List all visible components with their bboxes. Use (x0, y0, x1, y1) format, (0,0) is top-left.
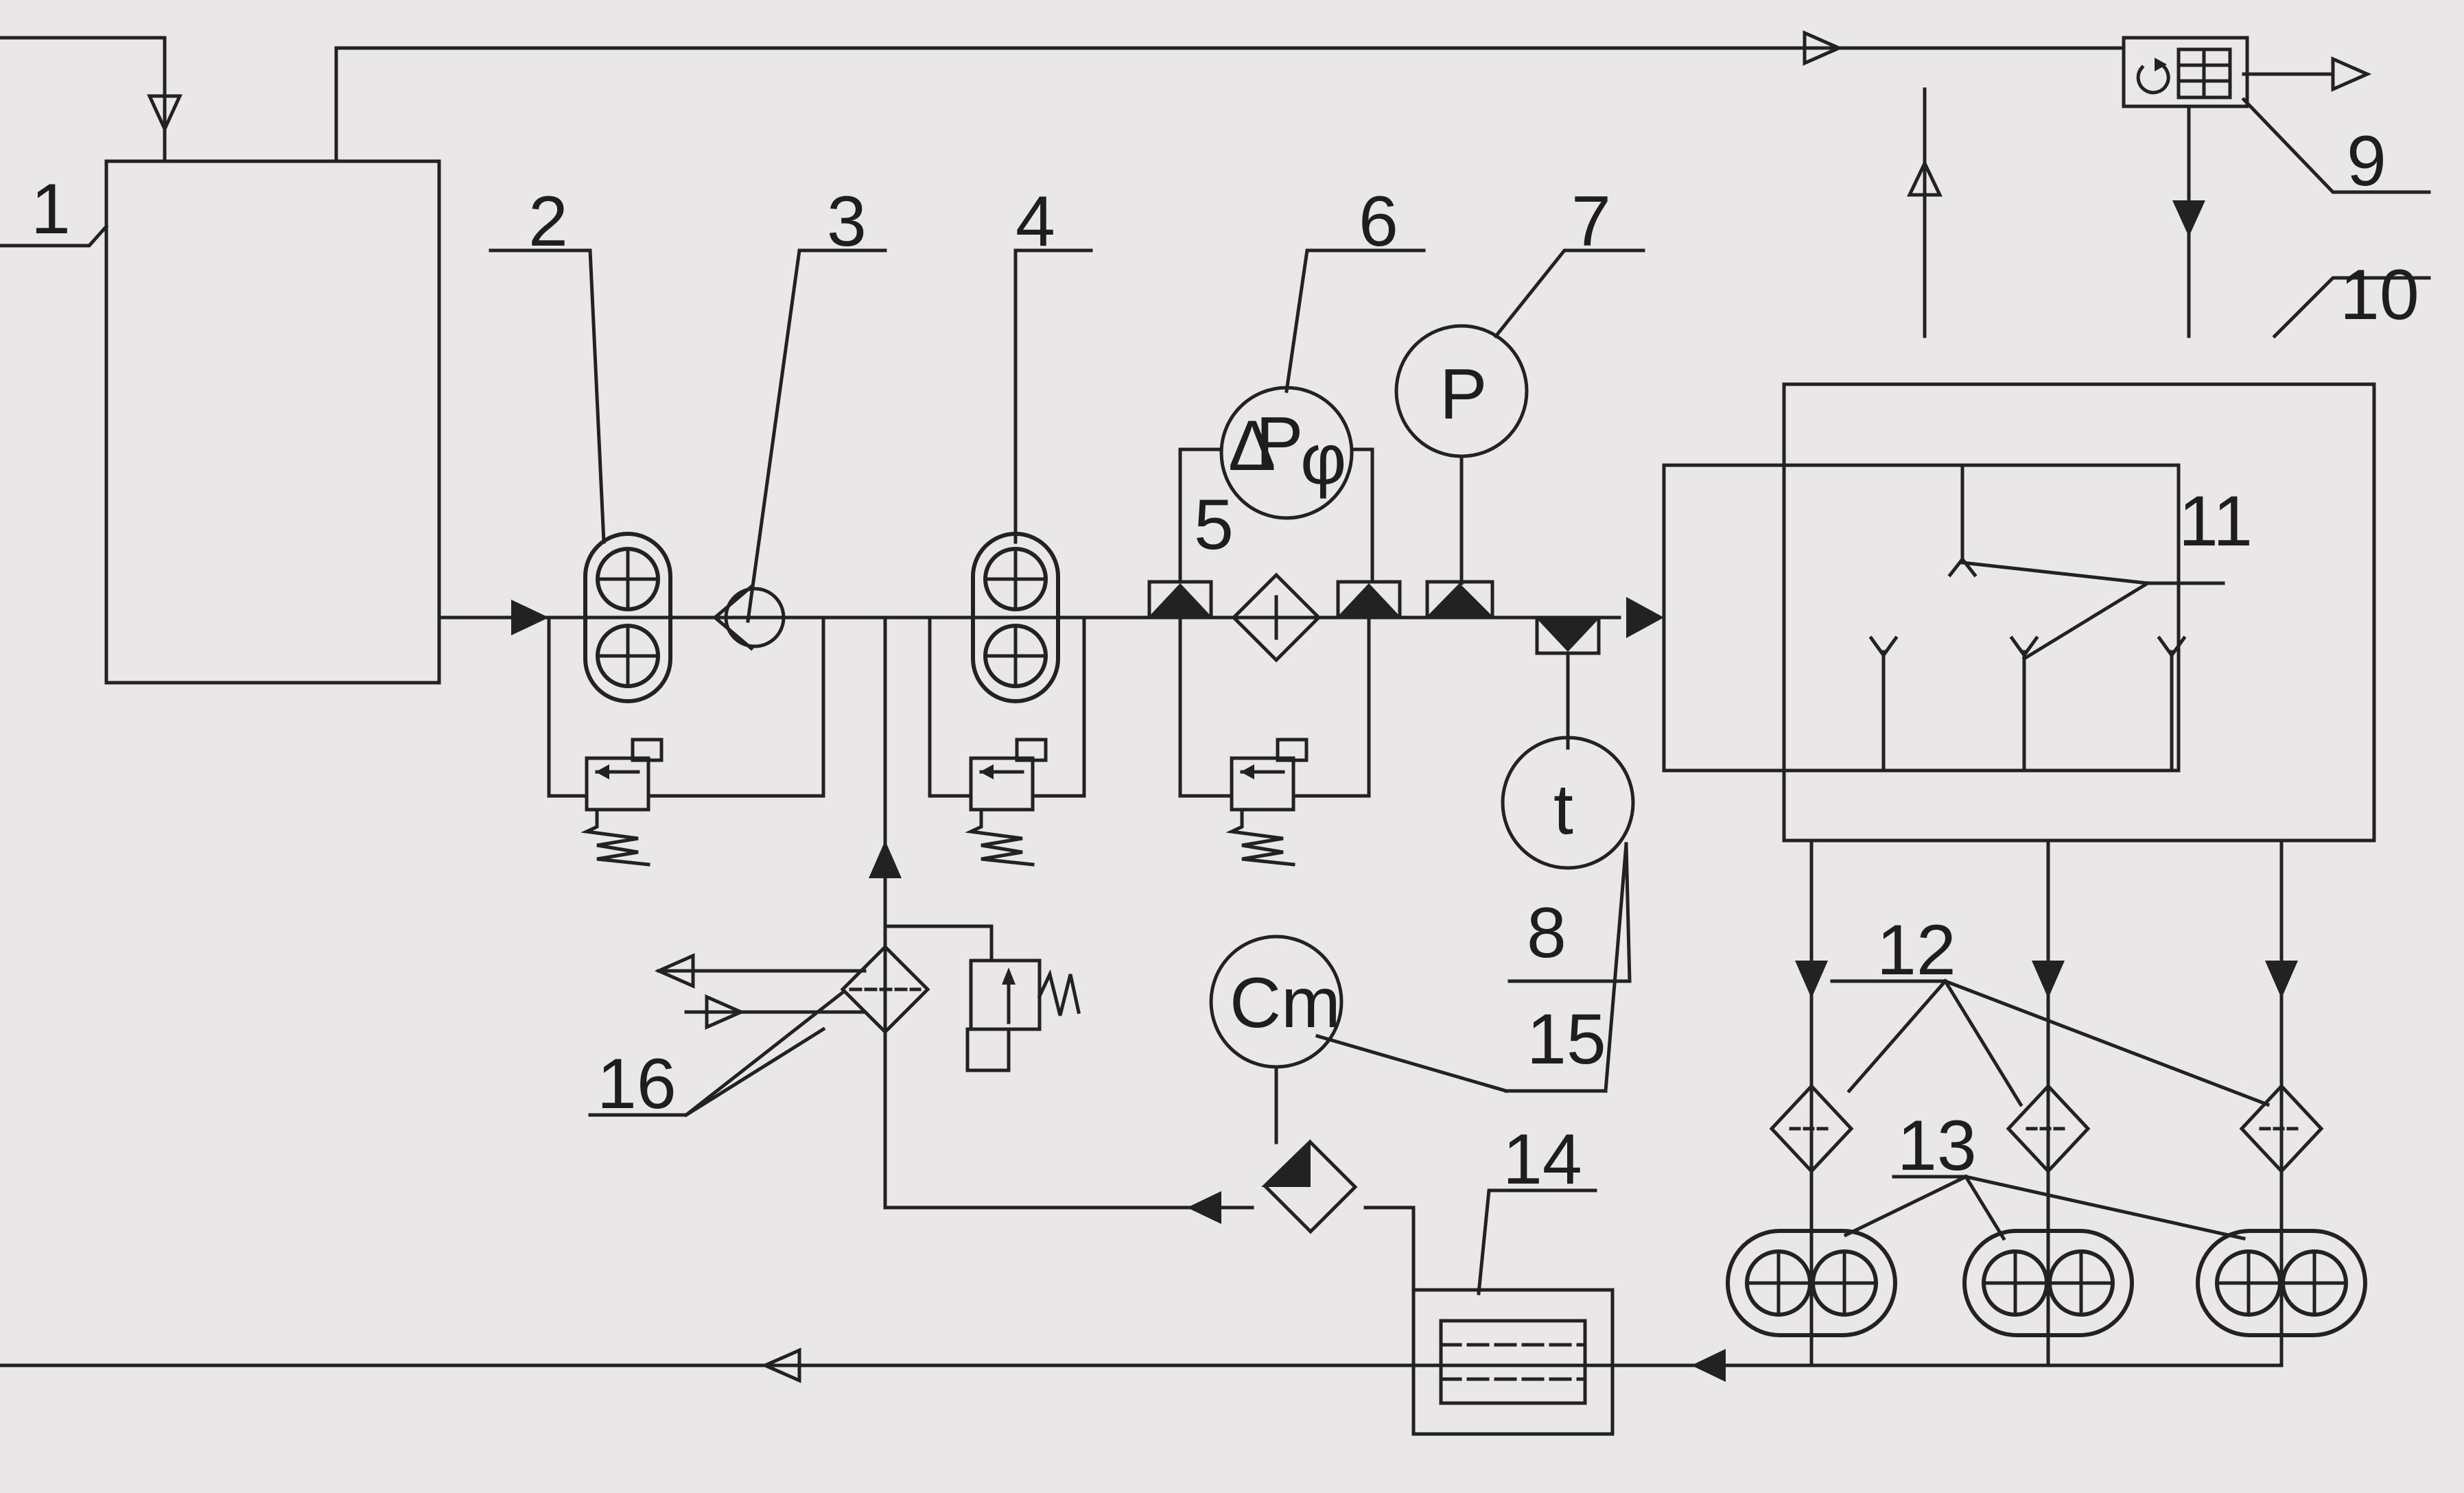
consumer-block-10 (1782, 276, 2431, 843)
pressure-label: P (1440, 355, 1487, 434)
callout-16: 16 (597, 1044, 677, 1124)
main-tank-1 (0, 36, 441, 685)
internal-unit-11 (1662, 463, 2225, 773)
breather-unit-9 (2122, 36, 2431, 194)
callout-15: 15 (1527, 1000, 1606, 1079)
callout-6: 6 (1359, 182, 1398, 261)
callout-12: 12 (1877, 910, 1956, 990)
check-valve-3 (712, 584, 786, 651)
heat-exchanger-16 (654, 924, 1081, 1072)
cooler-14 (1411, 1288, 1615, 1436)
contamination-gauge (1209, 934, 1344, 1144)
filter-contamination (1261, 1139, 1358, 1234)
callout-3: 3 (827, 182, 867, 261)
return-branch-2 (1964, 838, 2132, 1367)
temperature-label: t (1553, 770, 1573, 849)
callout-4: 4 (1016, 182, 1055, 261)
temperature-gauge-8 (1501, 617, 1635, 870)
callout-7: 7 (1571, 182, 1611, 261)
return-branch-3 (2198, 838, 2365, 1367)
callout-2: 2 (528, 182, 568, 261)
callout-14: 14 (1503, 1120, 1582, 1199)
callout-labels: 1 2 3 4 5 6 7 8 9 10 11 12 13 14 15 16 (31, 121, 2419, 1199)
callout-5: 5 (1194, 485, 1234, 565)
contamination-label: Cm (1230, 963, 1341, 1043)
callout-13: 13 (1897, 1106, 1977, 1186)
leader-lines (489, 248, 2271, 1295)
drain-line (0, 1348, 2284, 1383)
callout-8: 8 (1527, 893, 1567, 973)
pump-4 (928, 534, 1086, 865)
callout-11: 11 (2179, 482, 2253, 561)
diff-pressure-p: P (1256, 403, 1303, 482)
callout-9: 9 (2347, 121, 2386, 201)
tank-vent-lines (1907, 87, 2205, 338)
pressure-line (437, 597, 1664, 638)
pressure-gauge-7 (1394, 324, 1529, 618)
top-drain-line (334, 30, 2372, 163)
diff-pressure-delta: Δ (1228, 406, 1276, 486)
return-branch-1 (1728, 838, 1895, 1367)
callout-1: 1 (31, 169, 71, 249)
diff-pressure-phi: φ (1300, 420, 1346, 499)
gauge-labels: Δ P φ P t Cm (1228, 355, 1573, 1043)
conditioning-loop (869, 615, 1416, 1367)
callout-10: 10 (2340, 255, 2419, 335)
relief-valve-pump-2 (547, 615, 825, 865)
